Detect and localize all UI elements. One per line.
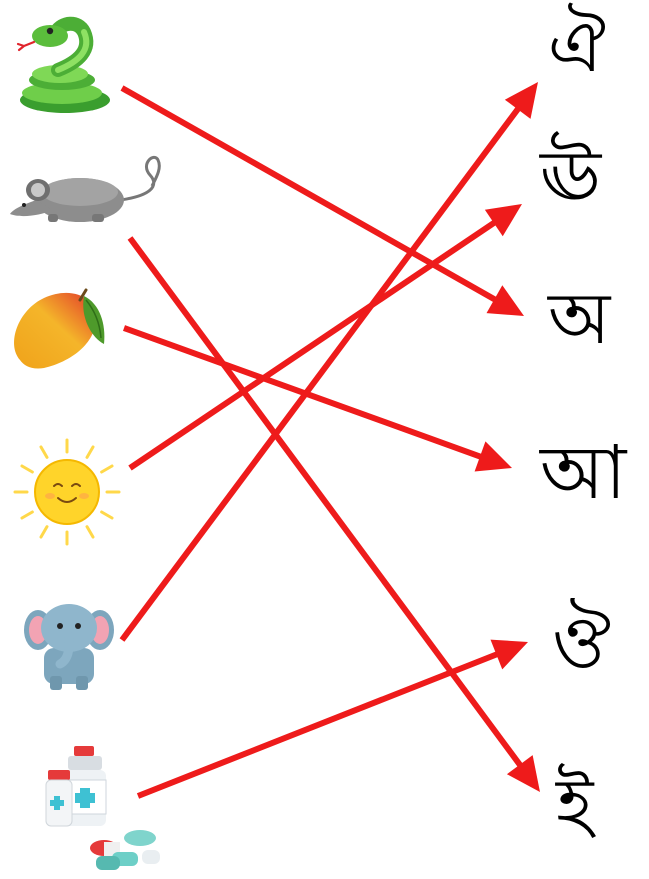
sun-icon (15, 440, 119, 544)
letter-5: ঔ (552, 606, 611, 678)
mouse-icon (10, 157, 159, 222)
letter-2: ঊ (540, 140, 601, 212)
arrows-layer (122, 82, 540, 796)
arrow-elephant-to-letter-1 (122, 82, 538, 640)
arrow-mango-to-letter-4 (124, 328, 512, 472)
medicine-icon (46, 746, 160, 870)
letter-6: ই (556, 768, 593, 840)
letter-3: অ (548, 282, 610, 354)
letter-4: আ (540, 436, 626, 510)
snake-icon (18, 24, 110, 113)
letter-1: ঐ (548, 10, 606, 82)
mango-icon (14, 290, 104, 369)
arrow-mouse-to-letter-6 (130, 238, 540, 792)
arrow-snake-to-letter-3 (122, 88, 524, 316)
arrow-sun-to-letter-2 (130, 204, 522, 468)
arrow-medicine-to-letter-5 (138, 640, 528, 796)
elephant-icon (24, 604, 114, 690)
